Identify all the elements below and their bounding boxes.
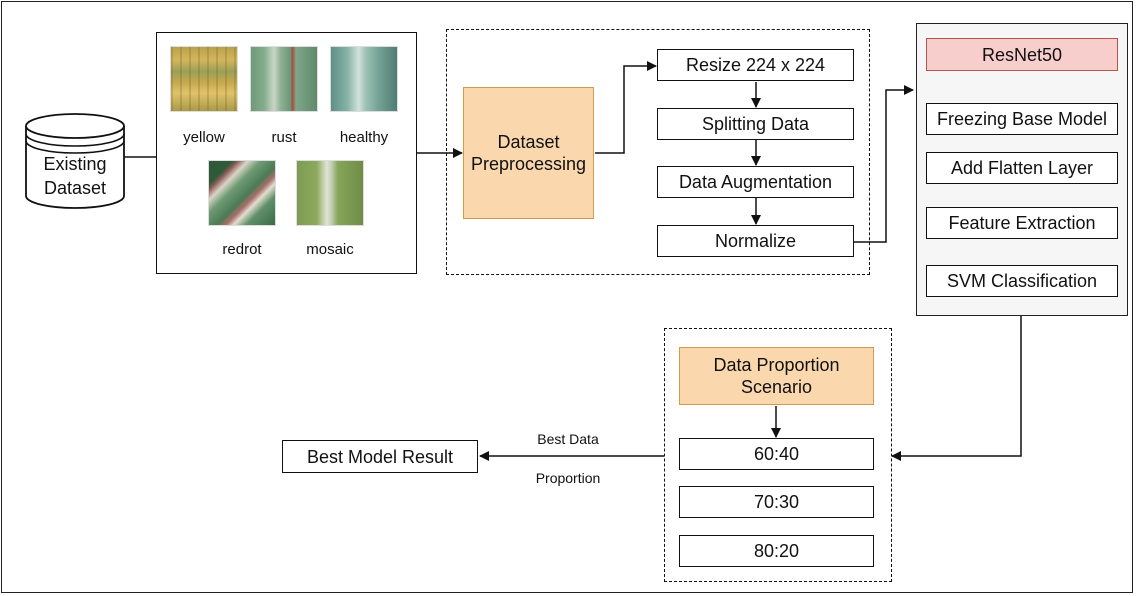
edge-label-best-data: Best Data: [537, 431, 599, 447]
sample-label-mosaic: mosaic: [306, 241, 354, 258]
proportion-60-40: 60:40: [679, 438, 874, 470]
healthy-leaf-thumbnail: [330, 46, 398, 112]
rust-leaf-thumbnail: [250, 46, 318, 112]
existing-dataset-label: Existing Dataset: [43, 154, 107, 198]
add-flatten-layer-step: Add Flatten Layer: [926, 152, 1118, 184]
yellow-leaf-thumbnail: [170, 46, 238, 112]
resize-step: Resize 224 x 224: [657, 49, 854, 81]
preprocessing-group: [446, 29, 870, 275]
edge-preprocessing-to-resize: [595, 61, 657, 154]
edge-model-to-proportion: [891, 316, 1022, 461]
feature-extraction-step: Feature Extraction: [926, 207, 1118, 239]
sample-label-redrot: redrot: [222, 241, 262, 258]
database-icon: [25, 113, 125, 209]
proportion-group: [664, 328, 892, 582]
svm-classification-step: SVM Classification: [926, 265, 1118, 297]
splitting-step: Splitting Data: [657, 108, 854, 140]
edge-label-proportion: Proportion: [535, 470, 601, 486]
proportion-70-30: 70:30: [679, 486, 874, 518]
proportion-80-20: 80:20: [679, 535, 874, 567]
sample-images-panel: yellow rust healthy redrot mosaic: [156, 32, 417, 274]
sample-label-rust: rust: [271, 129, 297, 146]
resnet50-box: ResNet50: [926, 38, 1118, 71]
freezing-base-model-step: Freezing Base Model: [926, 103, 1118, 135]
sample-label-yellow: yellow: [183, 129, 225, 146]
normalize-step: Normalize: [657, 225, 854, 257]
dataset-preprocessing-box: Dataset Preprocessing: [463, 87, 594, 219]
redrot-leaf-thumbnail: [208, 160, 276, 226]
mosaic-leaf-thumbnail: [296, 160, 364, 226]
data-proportion-scenario-box: Data Proportion Scenario: [679, 347, 874, 405]
best-model-result-box: Best Model Result: [282, 440, 478, 473]
sample-label-healthy: healthy: [339, 129, 389, 146]
augmentation-step: Data Augmentation: [657, 166, 854, 198]
